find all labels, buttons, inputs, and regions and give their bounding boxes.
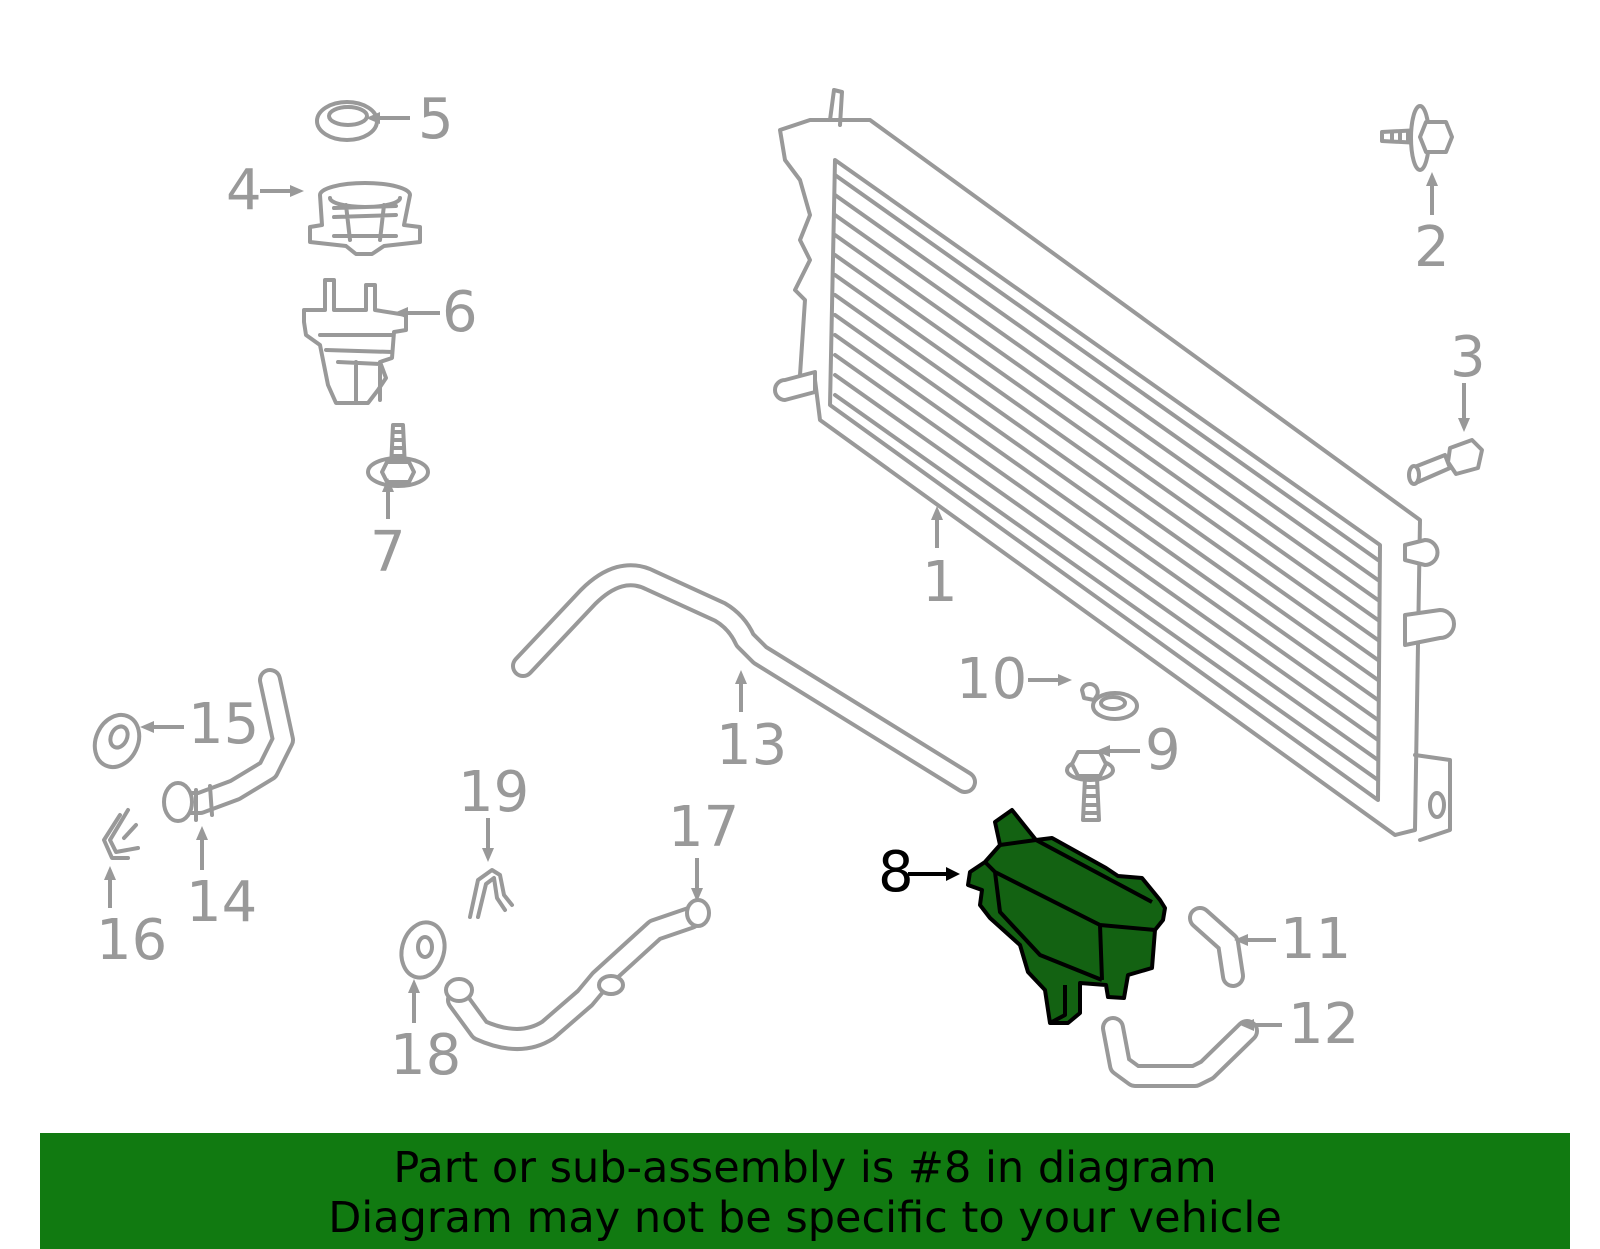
callout-10[interactable]: 10 <box>956 647 1028 712</box>
part-10-clamp[interactable] <box>1080 682 1139 721</box>
callout-7[interactable]: 7 <box>370 520 406 585</box>
part-13-hose[interactable] <box>511 563 977 794</box>
part-19-clip[interactable] <box>468 868 514 919</box>
callout-19[interactable]: 19 <box>458 760 530 825</box>
part-18-seal[interactable] <box>395 918 450 983</box>
part-12-hose[interactable] <box>1101 1016 1259 1088</box>
info-banner: Part or sub-assembly is #8 in diagram Di… <box>40 1133 1570 1249</box>
part-3-bolt[interactable] <box>1407 438 1484 486</box>
part-1-radiator[interactable] <box>773 88 1456 842</box>
leader-lines <box>104 112 1470 1031</box>
part-11-hose[interactable] <box>1188 906 1245 988</box>
part-17-hose[interactable] <box>444 898 711 1051</box>
callout-14[interactable]: 14 <box>186 870 258 935</box>
callout-18[interactable]: 18 <box>390 1023 462 1088</box>
part-14-hose[interactable] <box>162 668 295 823</box>
part-5-seal[interactable] <box>315 100 379 142</box>
part-4-cap[interactable] <box>308 181 422 256</box>
part-2-bolt[interactable] <box>1380 104 1454 172</box>
part-9-bolt[interactable] <box>1065 750 1115 822</box>
callout-5[interactable]: 5 <box>418 87 454 152</box>
callout-16[interactable]: 16 <box>96 908 168 973</box>
callout-3[interactable]: 3 <box>1450 325 1486 390</box>
part-6-bracket[interactable] <box>302 278 408 405</box>
callout-15[interactable]: 15 <box>188 692 260 757</box>
part-7-bolt[interactable] <box>366 423 430 488</box>
callout-1[interactable]: 1 <box>922 550 958 615</box>
callout-9[interactable]: 9 <box>1145 718 1181 783</box>
part-15-seal[interactable] <box>87 708 148 775</box>
callout-17[interactable]: 17 <box>668 795 740 860</box>
callout-13[interactable]: 13 <box>716 713 788 778</box>
callout-6[interactable]: 6 <box>442 280 478 345</box>
part-8-reservoir[interactable] <box>966 808 1167 1025</box>
banner-line-disclaimer: Diagram may not be specific to your vehi… <box>328 1193 1282 1243</box>
callout-4[interactable]: 4 <box>226 158 262 223</box>
callout-12[interactable]: 12 <box>1288 992 1360 1057</box>
part-16-clip[interactable] <box>102 808 140 860</box>
banner-line-part-number: Part or sub-assembly is #8 in diagram <box>393 1143 1217 1193</box>
callout-8[interactable]: 8 <box>878 840 914 905</box>
callout-11[interactable]: 11 <box>1280 907 1352 972</box>
callout-2[interactable]: 2 <box>1414 215 1450 280</box>
